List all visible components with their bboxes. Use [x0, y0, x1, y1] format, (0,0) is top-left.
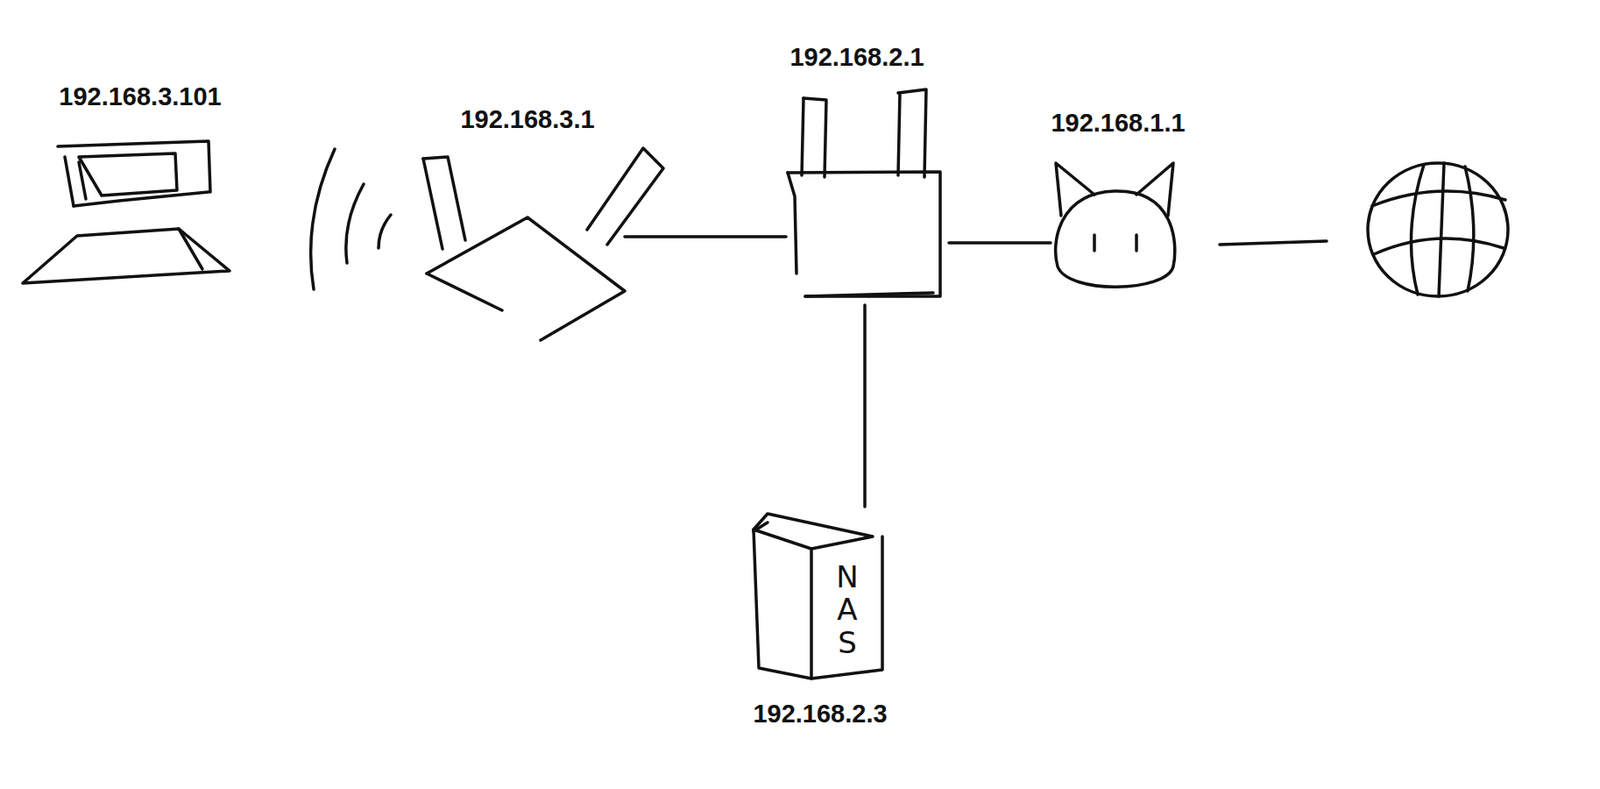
- optical-modem: 192.168.1.1: [1050, 162, 1179, 294]
- outline-stroke: [787, 172, 797, 274]
- ip-address: 192.168.2.1: [789, 42, 924, 72]
- outline-stroke: [22, 228, 230, 284]
- outline-stroke: [423, 158, 443, 249]
- cat-outline: [1050, 162, 1179, 294]
- globe-line: [1410, 164, 1424, 295]
- ip-address: 192.168.1.1: [1050, 108, 1185, 138]
- nas-outline: [750, 509, 883, 679]
- wifi-waves: [311, 148, 391, 290]
- outline-stroke: [1092, 234, 1097, 251]
- outline-stroke: [805, 292, 934, 297]
- wireless-router: 192.168.3.1: [423, 148, 625, 342]
- router1-outline: [423, 148, 625, 342]
- outline-stroke: [78, 162, 86, 199]
- ip-address: 192.168.3.101: [58, 82, 221, 112]
- wifi-wave: [378, 214, 391, 248]
- wifi-wave: [346, 184, 364, 263]
- outline-stroke: [64, 156, 74, 206]
- outline-stroke: [423, 156, 466, 241]
- wifi-wave: [311, 148, 335, 290]
- globe-icon: [1367, 162, 1508, 297]
- outline-stroke: [426, 273, 503, 311]
- outline-stroke: [753, 513, 873, 549]
- network-cable: [948, 240, 1051, 245]
- outline-stroke: [78, 153, 177, 196]
- outline-stroke: [1055, 191, 1176, 287]
- nas-server: NAS192.168.2.3: [750, 509, 883, 679]
- laptop-client: 192.168.3.101: [22, 137, 230, 287]
- globe-line: [1373, 238, 1504, 255]
- internet-link: [1219, 240, 1327, 245]
- globe-outline: [1367, 162, 1508, 297]
- outline-stroke: [178, 228, 203, 270]
- globe-line: [1465, 166, 1474, 291]
- outline-stroke: [803, 98, 827, 177]
- globe-line: [1438, 162, 1445, 297]
- outline-stroke: [1136, 162, 1174, 216]
- main-router: 192.168.2.1: [785, 89, 949, 297]
- ip-address: 192.168.2.3: [752, 699, 887, 729]
- globe-line: [1372, 191, 1506, 206]
- outline-stroke: [426, 217, 625, 340]
- outline-stroke: [898, 92, 900, 176]
- outline-stroke: [753, 529, 812, 679]
- ip-address: 192.168.3.1: [460, 105, 595, 135]
- laptop-outline: [22, 137, 230, 287]
- outline-stroke: [1134, 234, 1139, 251]
- device-label: NAS: [832, 560, 863, 659]
- outline-stroke: [801, 98, 804, 176]
- outline-stroke: [1055, 162, 1095, 216]
- network-cable: [624, 234, 786, 239]
- router2-outline: [785, 89, 949, 297]
- outline-stroke: [898, 89, 927, 177]
- outline-stroke: [787, 171, 941, 297]
- outline-stroke: [753, 522, 768, 531]
- outline-stroke: [587, 148, 664, 245]
- network-cable: [863, 304, 867, 507]
- outline-stroke: [811, 536, 883, 679]
